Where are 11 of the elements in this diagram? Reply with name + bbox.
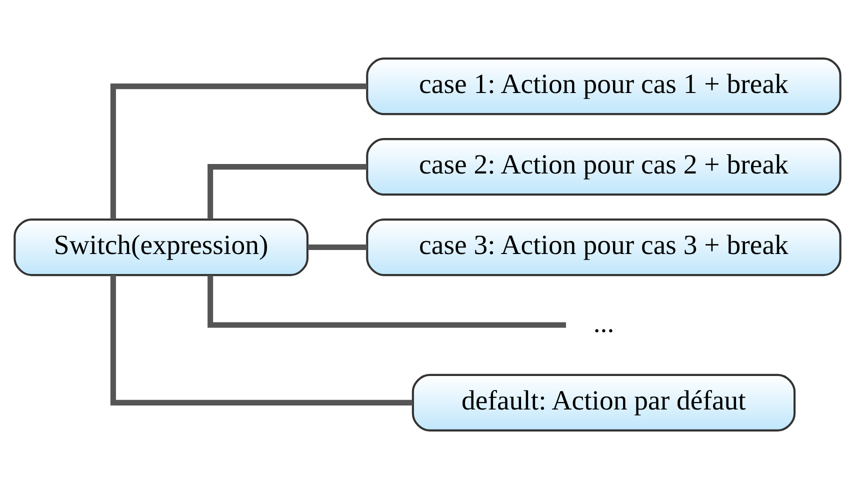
connector [207, 164, 366, 219]
node-box: case 1: Action pour cas 1 + break [366, 57, 841, 115]
connector [110, 83, 367, 219]
connector [207, 274, 566, 328]
node-box: case 3: Action pour cas 3 + break [366, 218, 841, 276]
connector [307, 244, 367, 250]
node-box: Switch(expression) [13, 218, 308, 276]
node-text: ... [592, 307, 614, 338]
node-box: default: Action par défaut [411, 373, 796, 431]
node-box: case 2: Action pour cas 2 + break [366, 138, 841, 196]
connector [110, 274, 412, 405]
